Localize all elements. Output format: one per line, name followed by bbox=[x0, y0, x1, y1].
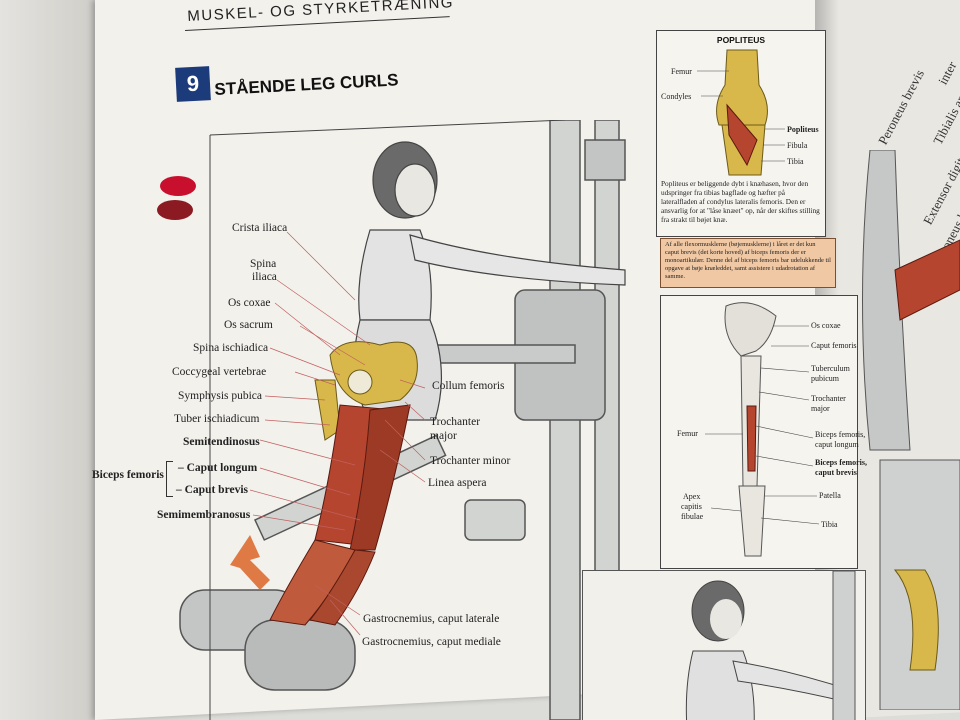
leg-label-tibia: Tibia bbox=[821, 520, 838, 529]
leg-label-patella: Patella bbox=[819, 491, 841, 500]
popliteus-label-condyles: Condyles bbox=[661, 92, 692, 101]
leg-label-tuberculum-2: pubicum bbox=[811, 374, 839, 383]
label-spina-iliaca-2: iliaca bbox=[252, 271, 277, 283]
leg-label-apex-3: fibulae bbox=[681, 512, 704, 521]
popliteus-label-femur: Femur bbox=[671, 67, 692, 76]
thigh-muscles bbox=[314, 404, 411, 551]
leg-label-biceps-brevis-2: caput brevis bbox=[815, 468, 857, 477]
popliteus-inset: POPLITEUS Femur Condyles Popliteus Fibul… bbox=[656, 30, 826, 237]
label-semitendinosus: Semitendinosus bbox=[183, 436, 260, 448]
leg-label-tuberculum-1: Tuberculum bbox=[811, 364, 850, 373]
label-os-sacrum: Os sacrum bbox=[224, 319, 273, 331]
biceps-bracket bbox=[166, 461, 173, 497]
flexor-note: Af alle flexormusklerne (bøjemusklerne) … bbox=[660, 238, 836, 288]
knee-illustration bbox=[697, 49, 785, 176]
label-crista-iliaca: Crista iliaca bbox=[232, 222, 288, 234]
leg-label-os-coxae: Os coxae bbox=[811, 321, 841, 330]
popliteus-caption: Popliteus er beliggende dybt i knæhasen,… bbox=[661, 179, 820, 224]
label-caput-longum: – Caput longum bbox=[178, 462, 258, 474]
leg-bone-inset: Os coxae Caput femoris Tuberculum pubicu… bbox=[660, 295, 867, 569]
leg-label-trochanter-1: Trochanter bbox=[811, 394, 846, 403]
leg-label-caput-femoris: Caput femoris bbox=[811, 341, 857, 350]
leg-label-biceps-brevis-1: Biceps femoris, bbox=[815, 458, 867, 467]
leg-label-biceps-longum-2: caput longum bbox=[815, 440, 859, 449]
label-tuber-ischiadicum: Tuber ischiadicum bbox=[174, 413, 260, 425]
label-collum-femoris: Collum femoris bbox=[432, 380, 505, 392]
label-symphysis-pubica: Symphysis pubica bbox=[178, 390, 263, 402]
leg-label-apex-2: capitis bbox=[681, 502, 702, 511]
popliteus-label-popliteus: Popliteus bbox=[787, 125, 819, 134]
leg-label-apex-1: Apex bbox=[683, 492, 701, 501]
movement-arrow bbox=[230, 535, 270, 590]
label-trochanter-minor: Trochanter minor bbox=[430, 455, 511, 467]
calf-muscles bbox=[269, 539, 376, 626]
label-spina-ischiadica: Spina ischiadica bbox=[193, 342, 269, 354]
red-dot-lower bbox=[157, 200, 193, 220]
lower-figure-illustration bbox=[685, 570, 856, 720]
label-caput-brevis: – Caput brevis bbox=[176, 484, 248, 496]
label-coccygeal-vertebrae: Coccygeal vertebrae bbox=[172, 366, 267, 378]
label-linea-aspera: Linea aspera bbox=[428, 477, 487, 489]
popliteus-title: POPLITEUS bbox=[716, 35, 766, 45]
lower-figure-inset bbox=[582, 570, 866, 720]
red-dot-upper bbox=[160, 176, 196, 196]
book-left-edge bbox=[0, 0, 100, 720]
main-illustration bbox=[179, 120, 626, 720]
label-spina-iliaca-1: Spina bbox=[250, 258, 277, 270]
popliteus-label-tibia: Tibia bbox=[787, 157, 804, 166]
label-trochanter-major-2: major bbox=[430, 430, 457, 442]
leg-bone-illustration bbox=[705, 302, 820, 557]
label-os-coxae: Os coxae bbox=[228, 297, 271, 309]
leader-lines bbox=[249, 231, 426, 636]
popliteus-label-fibula: Fibula bbox=[787, 141, 808, 150]
label-gastrocnemius-mediale: Gastrocnemius, caput mediale bbox=[362, 636, 501, 648]
exercise-number-badge: 9 bbox=[175, 66, 211, 102]
label-semimembranosus: Semimembranosus bbox=[157, 509, 251, 521]
facing-page-illustration bbox=[862, 150, 960, 710]
label-trochanter-major-1: Trochanter bbox=[430, 416, 481, 428]
label-biceps-femoris: Biceps femoris bbox=[92, 469, 164, 481]
leg-label-biceps-longum-1: Biceps femoris, bbox=[815, 430, 866, 439]
pelvis-bone bbox=[314, 341, 418, 441]
label-gastrocnemius-laterale: Gastrocnemius, caput laterale bbox=[363, 613, 500, 625]
leg-label-trochanter-2: major bbox=[811, 404, 830, 413]
leg-label-femur: Femur bbox=[677, 429, 698, 438]
